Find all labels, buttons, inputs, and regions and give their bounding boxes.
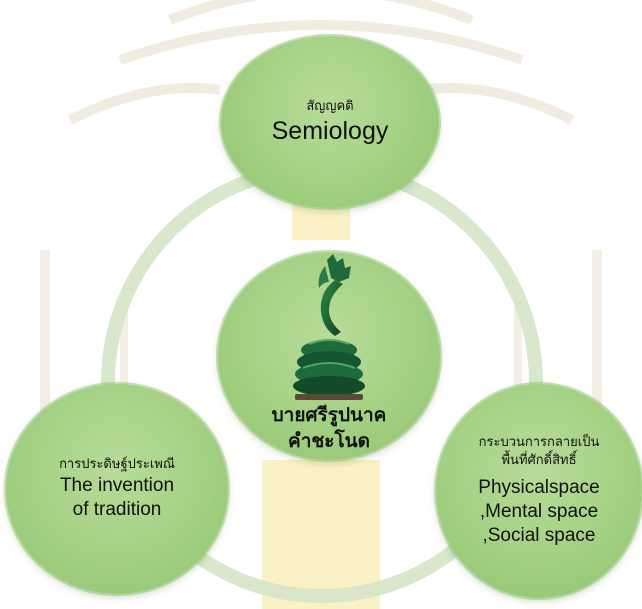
node-left-thai: การประดิษฐ์ประเพณี <box>59 457 175 472</box>
naga-serpent-icon <box>293 254 365 400</box>
node-sacred-space: กระบวนการกลายเป็น พื้นที่ศักดิ์สิทธิ์ Ph… <box>436 384 642 598</box>
node-center-baisri: บายศรีรูปนาค คำชะโนด <box>218 252 440 460</box>
node-semiology-thai: สัญญคติ <box>306 99 354 114</box>
node-center-title-line2: คำชะโนด <box>287 430 370 452</box>
node-right-english-line3: ,Social space <box>482 525 596 546</box>
node-center-title-line1: บายศรีรูปนาค <box>271 404 387 426</box>
node-semiology-english: Semiology <box>271 117 389 145</box>
node-right-english-line1: Physicalspace <box>478 477 600 498</box>
node-invention-of-tradition: การประดิษฐ์ประเพณี The invention of trad… <box>6 384 228 594</box>
node-right-thai-line2: พื้นที่ศักดิ์สิทธิ์ <box>501 453 577 468</box>
node-right-english-line2: ,Mental space <box>479 501 599 522</box>
node-left-english-line1: The invention <box>59 475 175 496</box>
node-semiology: สัญญคติ Semiology <box>221 36 439 208</box>
node-right-thai-line1: กระบวนการกลายเป็น <box>478 435 600 450</box>
node-left-english-line2: of tradition <box>72 499 162 520</box>
